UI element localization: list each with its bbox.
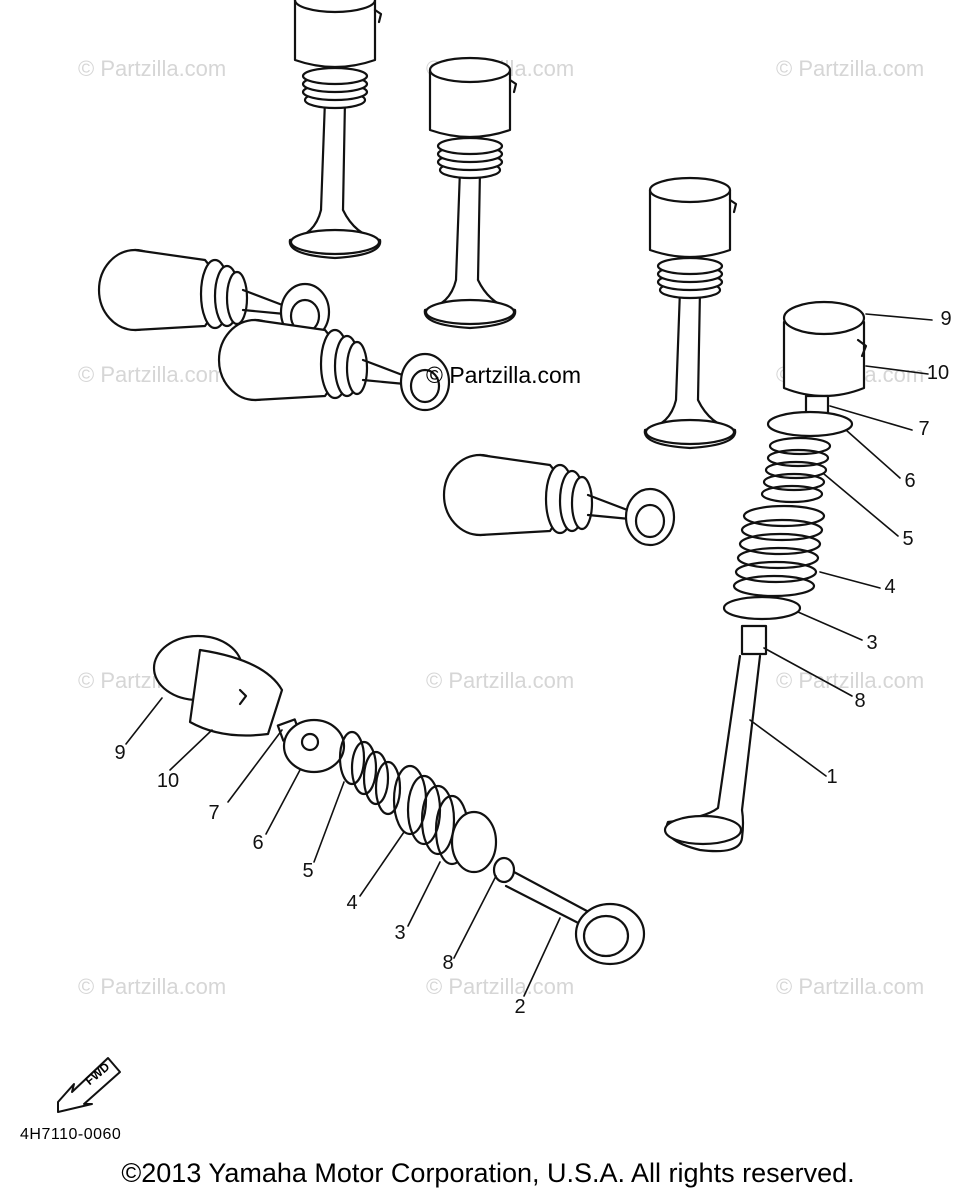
callout-left-7: 7 — [208, 802, 220, 824]
callout-left-4: 4 — [346, 892, 358, 914]
fwd-label: FWD — [82, 1059, 112, 1088]
callout-right-7: 7 — [918, 418, 930, 440]
tilted-valve-assembly-2 — [217, 318, 451, 412]
watermark: © Partzilla.com — [78, 974, 227, 999]
leader-lines — [125, 313, 933, 997]
callout-right-4: 4 — [884, 576, 896, 598]
callout-right-8: 8 — [854, 690, 866, 712]
exhaust-valve-assembly-1 — [643, 176, 738, 450]
diagram-code: 4H7110-0060 — [20, 1126, 122, 1143]
copyright-text: ©2013 Yamaha Motor Corporation, U.S.A. A… — [121, 1158, 855, 1188]
watermark: © Partzilla.com — [426, 974, 575, 999]
callout-right-5: 5 — [902, 528, 914, 550]
callout-left-10: 10 — [156, 770, 180, 792]
intake-valve-assembly-2 — [423, 56, 518, 330]
svg-text:FWD: FWD — [82, 1059, 112, 1088]
callout-right-3: 3 — [866, 632, 878, 654]
watermark: © Partzilla.com — [776, 974, 925, 999]
callout-right-1: 1 — [826, 766, 838, 788]
watermark: © Partzilla.com — [78, 362, 227, 387]
callout-left-3: 3 — [394, 922, 406, 944]
tilted-valve-assembly-3 — [442, 453, 676, 547]
callout-right-6: 6 — [904, 470, 916, 492]
intake-valve-assembly-1 — [288, 0, 383, 260]
fwd-arrow-icon — [57, 1057, 121, 1113]
callout-left-6: 6 — [252, 832, 264, 854]
callout-left-9: 9 — [114, 742, 126, 764]
callout-left-8: 8 — [442, 952, 454, 974]
center-watermark: © Partzilla.com — [426, 362, 581, 388]
callout-left-2: 2 — [514, 996, 526, 1018]
watermark: © Partzilla.com — [426, 668, 575, 693]
callout-right-10: 10 — [926, 362, 950, 384]
callout-right-9: 9 — [940, 308, 952, 330]
watermark: © Partzilla.com — [78, 56, 227, 81]
exploded-intake-valve — [152, 634, 646, 966]
watermark: © Partzilla.com — [776, 668, 925, 693]
exploded-exhaust-valve — [663, 300, 868, 853]
callout-left-5: 5 — [302, 860, 314, 882]
watermark: © Partzilla.com — [776, 56, 925, 81]
